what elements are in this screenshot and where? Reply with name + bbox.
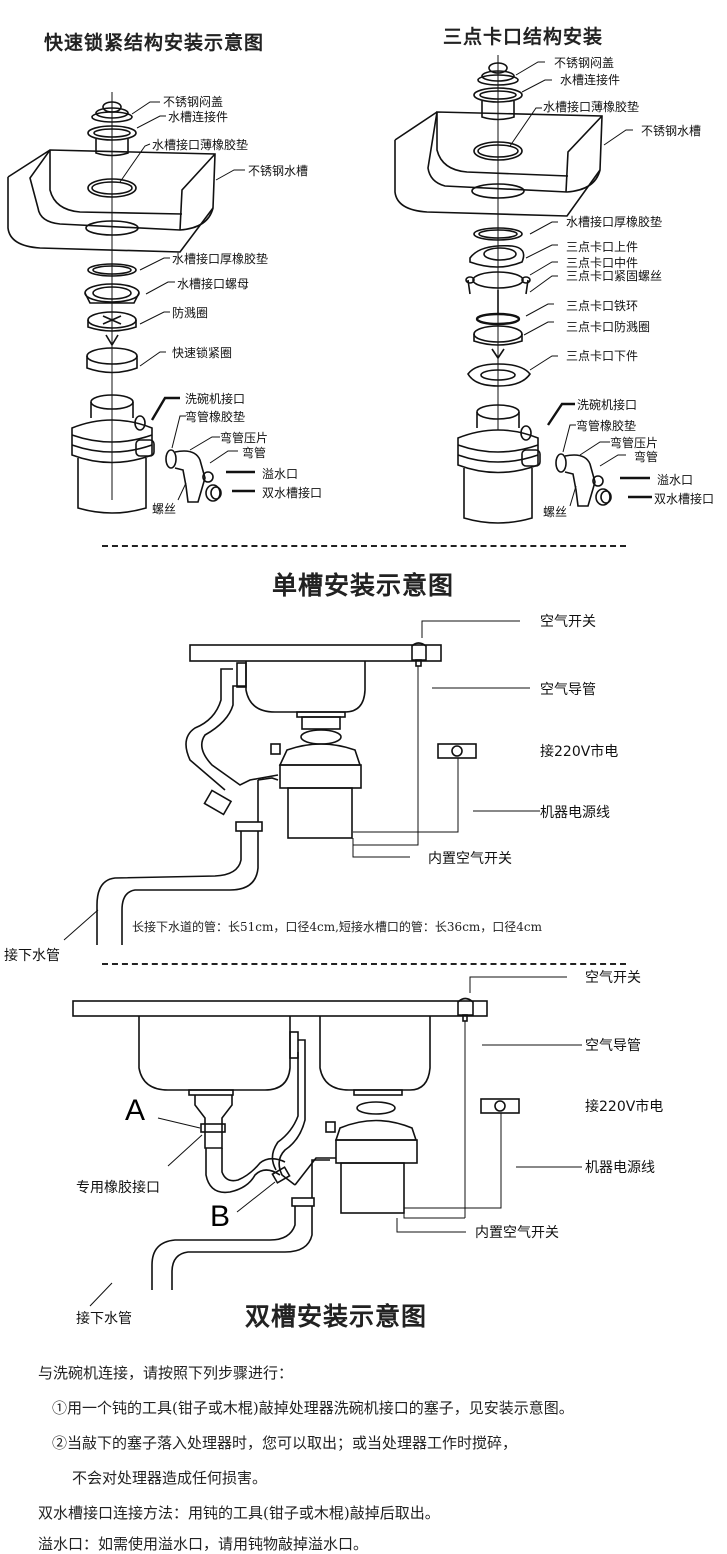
label-right-elbow-gasket: 弯管橡胶垫 xyxy=(576,419,637,433)
double-counter xyxy=(72,1000,488,1017)
right-sink-part xyxy=(427,111,603,193)
left-connector-part xyxy=(87,125,137,141)
instruction-line-2: ①用一个钝的工具(钳子或木棍)敲掉处理器洗碗机接口的塞子，见安装示意图。 xyxy=(52,1399,574,1417)
exploded-diagrams-drawing xyxy=(7,55,652,524)
label-right-elbow-plate: 弯管压片 xyxy=(610,436,659,450)
double-power-label: 接220V市电 xyxy=(585,1099,664,1115)
label-right-sink: 不锈钢水槽 xyxy=(641,124,702,138)
label-left-thin-gasket: 水槽接口薄橡胶垫 xyxy=(152,138,249,152)
right-cap-part xyxy=(488,62,508,74)
single-air-switch-label: 空气开关 xyxy=(540,614,596,630)
double-sink-drawing xyxy=(72,976,582,1307)
label-right-upper: 三点卡口上件 xyxy=(566,240,639,254)
left-elbow-part xyxy=(174,450,206,503)
label-left-lock-ring: 快速锁紧圈 xyxy=(172,346,233,360)
label-left-thick-gasket: 水槽接口厚橡胶垫 xyxy=(172,252,269,266)
pipe-length-note: 长接下水道的管：长51cm，口径4cm,短接水槽口的管：长36cm，口径4cm xyxy=(132,920,543,934)
label-left-dishwasher-inlet: 洗碗机接口 xyxy=(185,392,246,406)
right-lower-part xyxy=(467,363,531,387)
label-right-screws: 三点卡口紧固螺丝 xyxy=(566,269,663,283)
label-right-screw: 螺丝 xyxy=(543,505,568,519)
single-sink-drawing xyxy=(63,620,540,945)
rubber-joint-label: 专用橡胶接口 xyxy=(76,1180,160,1196)
instruction-line-1: 与洗碗机连接，请按照下列步骤进行： xyxy=(38,1364,294,1382)
right-iron-ring-part xyxy=(475,312,521,326)
label-right-middle: 三点卡口中件 xyxy=(566,256,639,270)
double-air-tube-label: 空气导管 xyxy=(585,1038,641,1054)
label-left-splash: 防溅圈 xyxy=(172,306,209,320)
label-right-dual-sink: 双水槽接口 xyxy=(654,492,715,506)
dashed-divider xyxy=(102,545,626,547)
label-right-splash: 三点卡口防溅圈 xyxy=(566,320,651,334)
instruction-line-3: ②当敲下的塞子落入处理器时，您可以取出；或当处理器工作时搅碎， xyxy=(52,1434,518,1452)
label-right-thick-gasket: 水槽接口厚橡胶垫 xyxy=(566,215,663,229)
left-diagram-title: 快速锁紧结构安装示意图 xyxy=(44,32,265,54)
instruction-line-6: 溢水口：如需使用溢水口，请用钝物敲掉溢水口。 xyxy=(38,1535,369,1553)
instruction-line-5: 双水槽接口连接方法：用钝的工具(钳子或木棍)敲掉后取出。 xyxy=(38,1504,440,1522)
single-builtin-switch-label: 内置空气开关 xyxy=(428,851,512,867)
right-diagram-title: 三点卡口结构安装 xyxy=(443,26,604,48)
right-middle-part xyxy=(472,271,524,289)
left-elbow-gasket-part xyxy=(165,449,177,469)
label-right-elbow: 弯管 xyxy=(634,450,659,464)
dashed-divider xyxy=(102,963,626,965)
label-left-overflow: 溢水口 xyxy=(262,467,299,481)
right-upper-part xyxy=(469,244,525,268)
label-left-sink: 不锈钢水槽 xyxy=(248,164,309,178)
label-left-elbow: 弯管 xyxy=(242,446,267,460)
single-counter xyxy=(189,644,442,662)
label-left-cap: 不锈钢闷盖 xyxy=(163,95,224,109)
label-right-lower: 三点卡口下件 xyxy=(566,349,639,363)
label-right-cap: 不锈钢闷盖 xyxy=(554,56,615,70)
label-right-overflow: 溢水口 xyxy=(657,473,694,487)
double-drain-pipe-label: 接下水管 xyxy=(76,1311,132,1327)
label-left-connector: 水槽连接件 xyxy=(168,110,229,124)
double-sink-title: 双槽安装示意图 xyxy=(245,1302,428,1331)
label-left-screw: 螺丝 xyxy=(152,502,177,516)
single-power-label: 接220V市电 xyxy=(540,744,619,760)
right-thick-gasket-part xyxy=(473,227,523,241)
label-left-dual-sink: 双水槽接口 xyxy=(262,486,323,500)
label-right-connector: 水槽连接件 xyxy=(560,73,621,87)
label-right-dishwasher-inlet: 洗碗机接口 xyxy=(577,398,638,412)
single-outlet xyxy=(437,743,477,759)
label-left-elbow-gasket: 弯管橡胶垫 xyxy=(185,410,246,424)
left-thick-gasket-part xyxy=(87,263,137,277)
label-a: A xyxy=(125,1094,146,1127)
single-air-tube-label: 空气导管 xyxy=(540,682,596,698)
instruction-line-4: 不会对处理器造成任何损害。 xyxy=(72,1469,268,1487)
single-drain-pipe-label: 接下水管 xyxy=(4,948,60,964)
label-right-iron-ring: 三点卡口铁环 xyxy=(566,299,639,313)
label-left-nut: 水槽接口螺母 xyxy=(177,277,250,291)
right-connector-part xyxy=(473,87,523,103)
label-left-elbow-plate: 弯管压片 xyxy=(220,431,269,445)
double-outlet xyxy=(480,1098,520,1114)
double-power-cord-label: 机器电源线 xyxy=(585,1160,655,1176)
single-sink-title: 单槽安装示意图 xyxy=(272,571,455,600)
label-b: B xyxy=(210,1200,231,1233)
label-right-thin-gasket: 水槽接口薄橡胶垫 xyxy=(543,100,640,114)
double-builtin-switch-label: 内置空气开关 xyxy=(475,1225,559,1241)
left-sink-part xyxy=(29,149,216,231)
single-power-cord-label: 机器电源线 xyxy=(540,805,610,821)
double-air-switch-label: 空气开关 xyxy=(585,970,641,986)
